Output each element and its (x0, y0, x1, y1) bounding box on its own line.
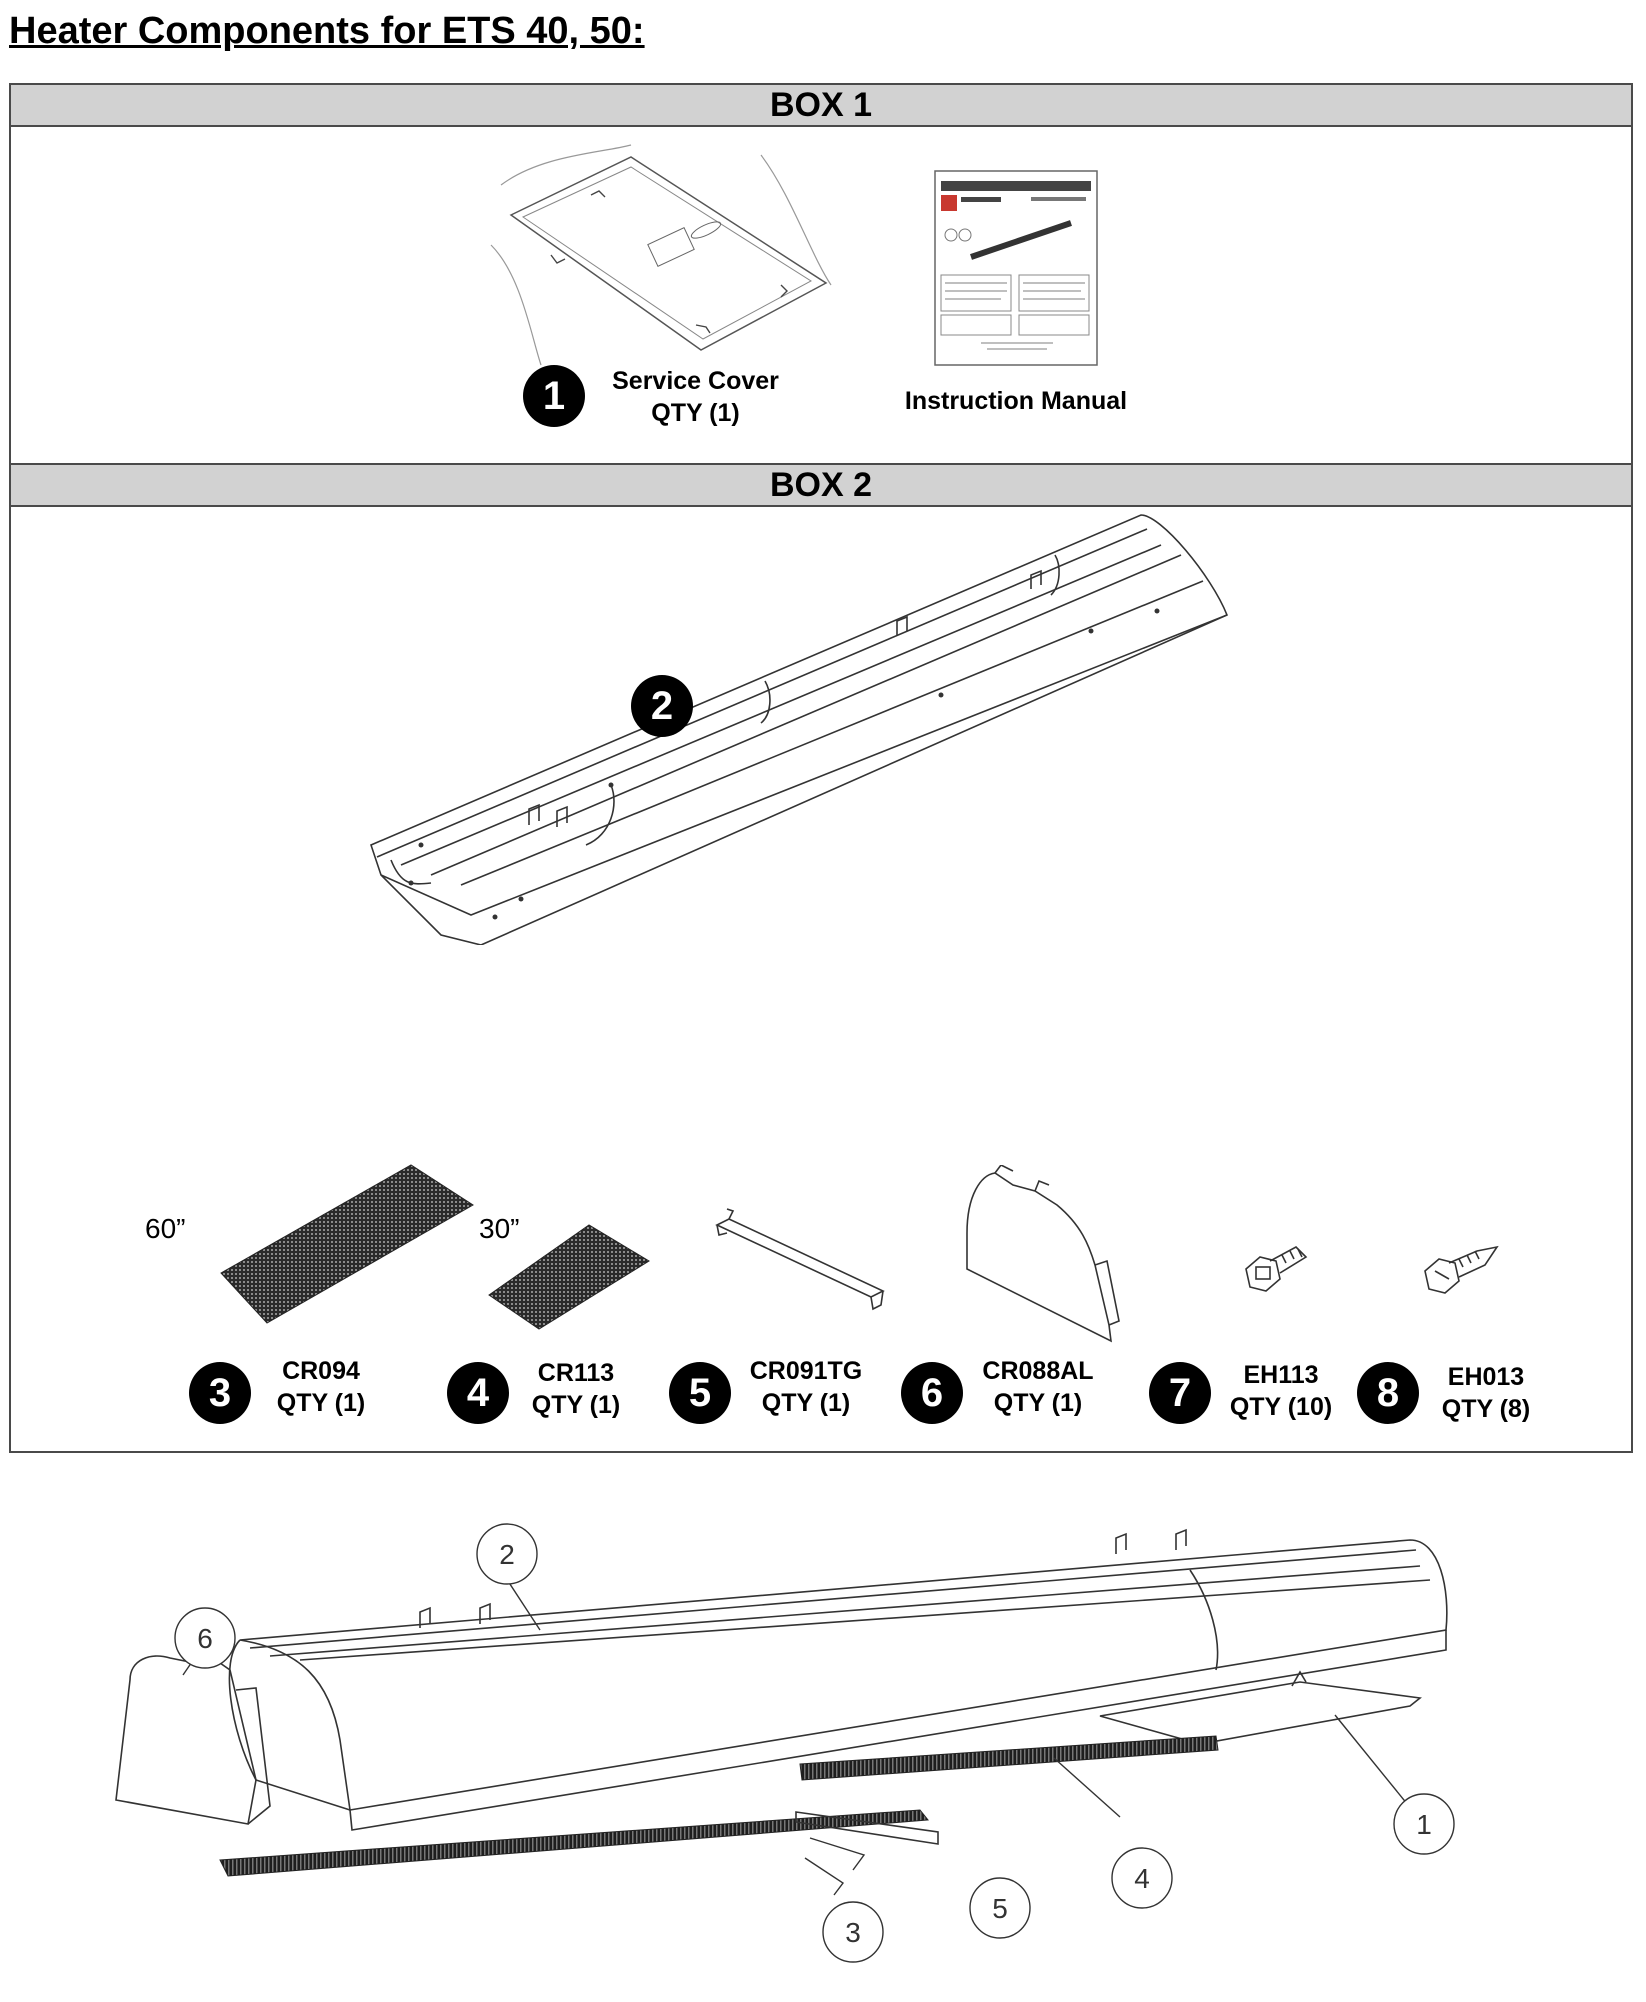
reflector-drawing (370, 514, 1229, 945)
part-code: CR091TG (749, 1357, 863, 1385)
assembly-callout-6: 6 (197, 1623, 213, 1654)
callout-7-badge: 7 (1149, 1362, 1211, 1424)
assembly-screen-30 (799, 1735, 1219, 1781)
part-code: CR113 (537, 1359, 615, 1387)
page-title: Heater Components for ETS 40, 50: (9, 10, 645, 52)
screen-60-drawing (220, 1164, 474, 1324)
instruction-manual-label: Instruction Manual (904, 387, 1128, 415)
service-cover-label: Service Cover QTY (1) (603, 365, 788, 429)
screw-eh113-drawing (1245, 1246, 1308, 1292)
callout-4-badge: 4 (447, 1362, 509, 1424)
size-30-label: 30” (479, 1213, 520, 1244)
part-eh113-label: EH113 QTY (10) (1211, 1359, 1351, 1423)
service-cover-drawing (490, 144, 832, 366)
part-qty: QTY (1) (531, 1391, 621, 1419)
service-cover-name: Service Cover (612, 367, 779, 395)
assembly-callout-3: 3 (845, 1917, 861, 1948)
callout-8-badge: 8 (1357, 1362, 1419, 1424)
part-code: EH013 (1447, 1363, 1525, 1391)
part-code: CR088AL (982, 1357, 1094, 1385)
box2-header: BOX 2 (11, 465, 1631, 507)
assembly-callout-1: 1 (1416, 1809, 1432, 1840)
assembly-service-cover (1099, 1670, 1422, 1745)
assembly-exploded-view: 1 2 3 4 5 6 (115, 1523, 1455, 1963)
assembly-callout-2: 2 (499, 1539, 515, 1570)
box1-panel: BOX 1 1 Service Cover QTY (1) (9, 83, 1633, 465)
part-qty: QTY (1) (276, 1389, 366, 1417)
part-cr113-label: CR113 QTY (1) (511, 1357, 641, 1421)
callout-5-badge: 5 (669, 1362, 731, 1424)
part-qty: QTY (1) (993, 1389, 1083, 1417)
assembly-callout-5: 5 (992, 1893, 1008, 1924)
assembly-bracket (795, 1811, 939, 1845)
callout-3-badge: 3 (189, 1362, 251, 1424)
callout-6-badge: 6 (901, 1362, 963, 1424)
callout-1-badge: 1 (523, 365, 585, 427)
part-code: CR094 (282, 1357, 360, 1385)
instruction-manual-drawing (934, 170, 1098, 366)
part-qty: QTY (10) (1229, 1393, 1333, 1421)
screw-eh013-drawing (1424, 1245, 1499, 1294)
bracket-drawing (715, 1208, 885, 1311)
part-code: EH113 (1243, 1361, 1319, 1389)
end-cap-drawing (966, 1165, 1120, 1343)
service-cover-qty: QTY (1) (651, 399, 740, 427)
screen-30-drawing (488, 1224, 650, 1330)
assembly-reflector (228, 1528, 1448, 1831)
assembly-end-cap (115, 1655, 271, 1825)
box2-panel: BOX 2 2 60” (9, 463, 1633, 1453)
assembly-callout-4: 4 (1134, 1863, 1150, 1894)
part-eh013-label: EH013 QTY (8) (1421, 1361, 1551, 1425)
part-qty: QTY (1) (761, 1389, 851, 1417)
box1-header: BOX 1 (11, 85, 1631, 127)
part-cr088al-label: CR088AL QTY (1) (963, 1355, 1113, 1419)
part-cr091tg-label: CR091TG QTY (1) (731, 1355, 881, 1419)
assembly-screen-60 (219, 1809, 929, 1877)
part-qty: QTY (8) (1441, 1395, 1531, 1423)
callout-2-badge: 2 (631, 675, 693, 737)
size-60-label: 60” (145, 1213, 186, 1244)
part-cr094-label: CR094 QTY (1) (256, 1355, 386, 1419)
